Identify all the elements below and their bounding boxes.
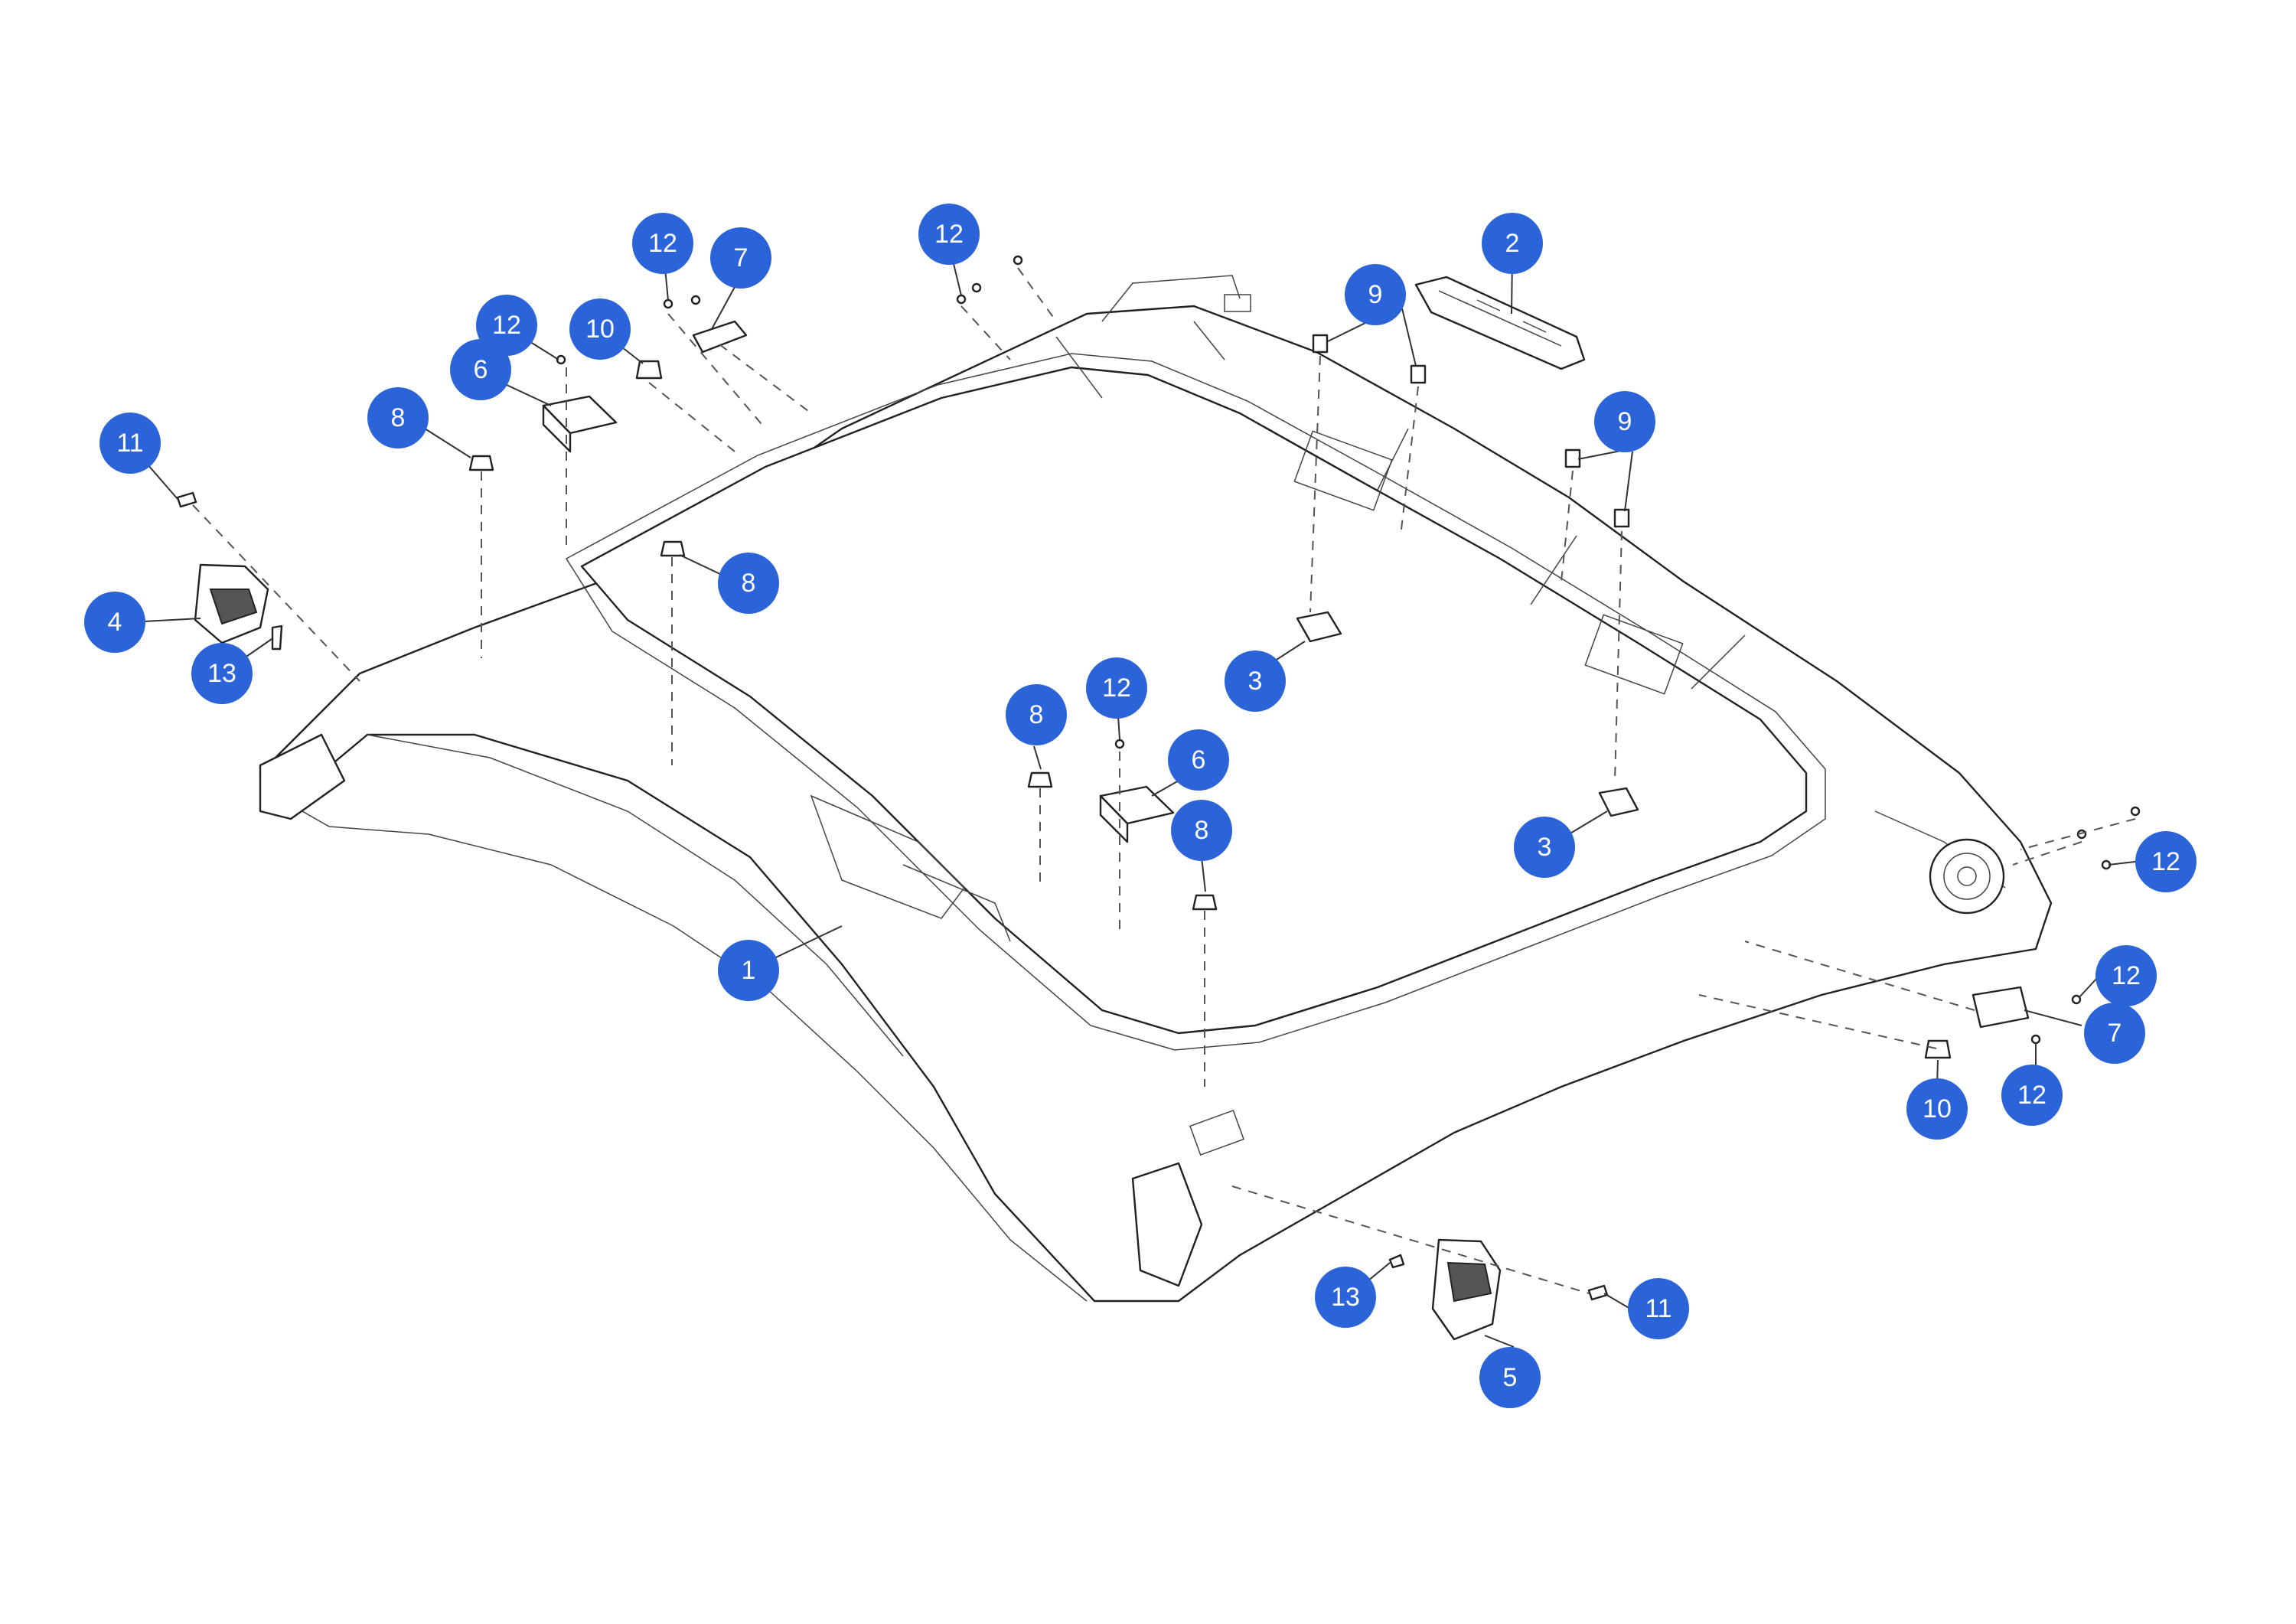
callout-11a: 11: [99, 413, 161, 474]
callout-12e: 12: [2135, 831, 2197, 892]
callout-label: 10: [1923, 1094, 1952, 1123]
clip-9-group: [1312, 334, 1630, 528]
callout-12d: 12: [1086, 657, 1147, 719]
callout-label: 12: [492, 311, 521, 340]
callout-10b: 10: [1906, 1078, 1968, 1140]
overhead-console: [1414, 276, 1586, 370]
callout-label: 6: [1192, 745, 1206, 774]
screw-12-group: [556, 255, 2141, 1045]
pin-13-group: [271, 624, 1405, 1269]
callout-label: 12: [648, 229, 677, 258]
callout-label: 11: [1645, 1294, 1671, 1323]
callout-label: 13: [207, 659, 236, 688]
bracket-7b: [1971, 986, 2030, 1029]
callout-label: 5: [1503, 1363, 1518, 1392]
callout-9b: 9: [1594, 391, 1655, 452]
callout-8c: 8: [1006, 684, 1067, 745]
callout-label: 2: [1505, 229, 1520, 258]
callout-label: 7: [2108, 1019, 2122, 1048]
clip-part-3a: [1296, 611, 1342, 643]
callout-4: 4: [84, 592, 145, 653]
callout-label: 6: [474, 355, 488, 384]
callout-11b: 11: [1628, 1278, 1689, 1339]
callout-1: 1: [718, 940, 779, 1001]
callout-label: 12: [934, 220, 964, 249]
callout-label: 3: [1248, 667, 1263, 696]
callout-label: 12: [2112, 961, 2141, 990]
callout-5: 5: [1479, 1347, 1541, 1408]
callout-7b: 7: [2084, 1003, 2145, 1064]
callout-7a: 7: [710, 227, 771, 289]
callout-label: 8: [391, 403, 406, 432]
callout-label: 12: [2017, 1081, 2047, 1110]
assembly-lines: [192, 267, 2136, 1294]
callout-12b: 12: [632, 213, 693, 274]
callout-13a: 13: [191, 643, 253, 704]
callout-12g: 12: [2001, 1065, 2063, 1126]
callout-label: 1: [742, 956, 756, 985]
bracket-7a: [692, 320, 748, 354]
callout-label: 10: [585, 315, 615, 344]
fastener-8-group: [468, 455, 1218, 911]
callout-label: 8: [1195, 816, 1209, 845]
grommet-10-group: [635, 360, 1952, 1059]
callout-9a: 9: [1345, 264, 1406, 325]
callout-8d: 8: [1171, 800, 1232, 861]
callout-2: 2: [1482, 213, 1543, 274]
callout-label: 13: [1331, 1283, 1360, 1312]
callout-label: 8: [742, 569, 756, 598]
left-lamp: [194, 563, 269, 644]
right-lamp: [1431, 1238, 1502, 1341]
callout-10a: 10: [569, 298, 631, 360]
callout-label: 12: [1102, 673, 1131, 703]
callout-label: 9: [1618, 407, 1632, 436]
module-6b: [1099, 785, 1175, 843]
callout-3b: 3: [1514, 817, 1575, 878]
callout-6b: 6: [1168, 729, 1229, 791]
callout-12a: 12: [476, 295, 537, 356]
callout-12c: 12: [918, 204, 980, 265]
callout-8a: 8: [367, 387, 429, 448]
callout-label: 8: [1029, 700, 1044, 729]
headliner-panel: [259, 275, 2053, 1303]
callout-12f: 12: [2095, 945, 2157, 1006]
callout-3a: 3: [1225, 651, 1286, 712]
callout-13b: 13: [1315, 1267, 1376, 1328]
callout-label: 4: [108, 608, 122, 637]
callout-label: 7: [734, 243, 748, 272]
callout-label: 9: [1368, 280, 1383, 309]
callout-6a: 6: [450, 339, 511, 400]
callout-label: 12: [2151, 847, 2180, 876]
callout-label: 11: [116, 429, 143, 458]
callout-8b: 8: [718, 553, 779, 614]
callout-label: 3: [1538, 833, 1552, 862]
clip-part-3b: [1598, 787, 1639, 817]
module-6a: [542, 395, 618, 453]
